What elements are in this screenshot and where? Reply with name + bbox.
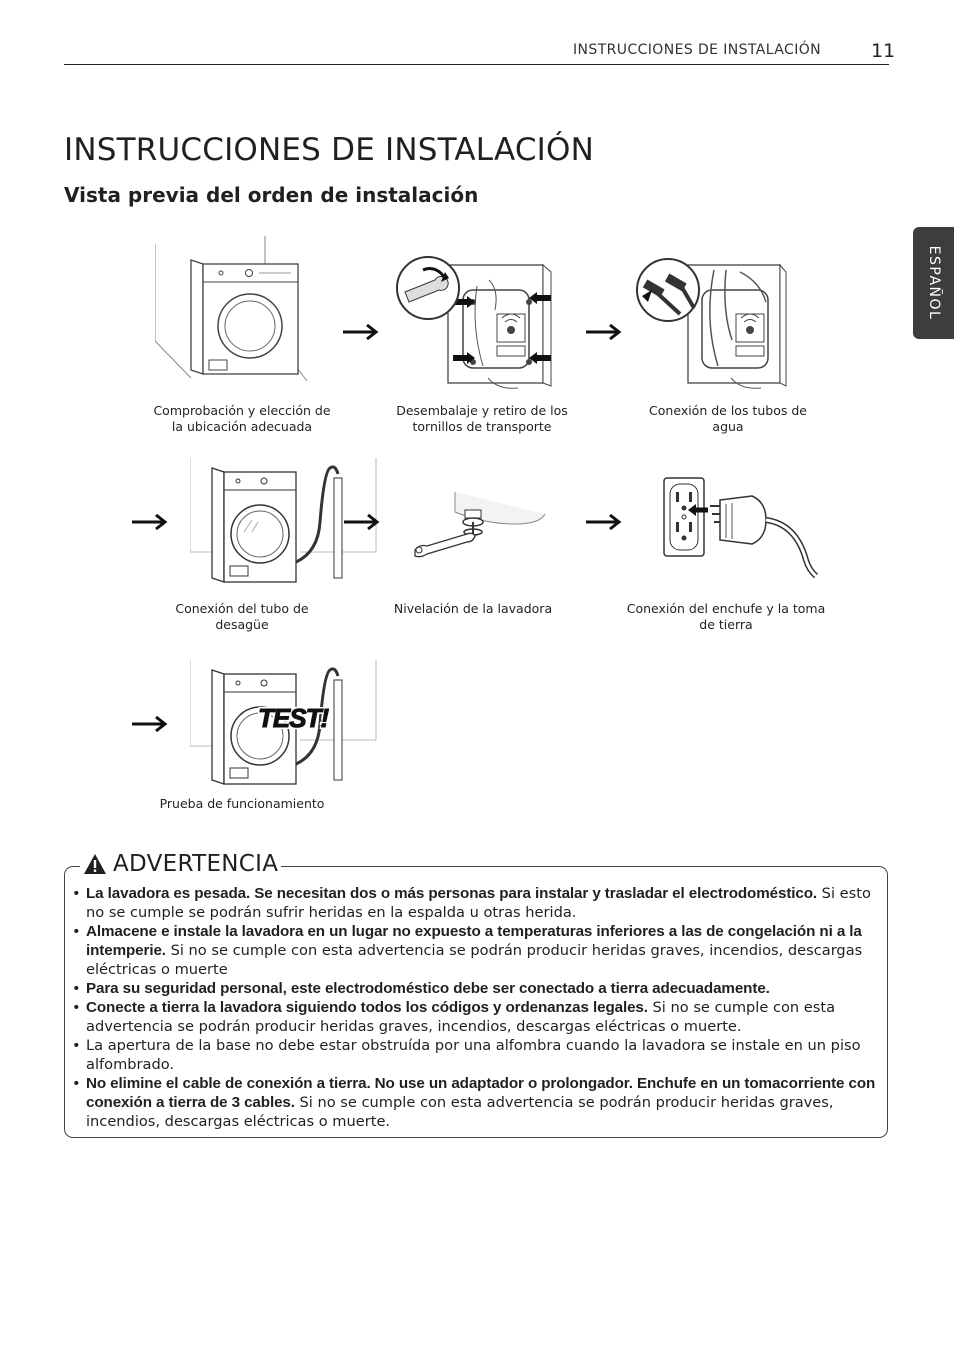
arrow-right-icon bbox=[586, 324, 624, 342]
step-6-illustration bbox=[662, 470, 822, 580]
step-caption: Nivelación de la lavadora bbox=[378, 601, 568, 617]
page-number: 11 bbox=[871, 40, 895, 62]
step-5-illustration bbox=[405, 488, 555, 568]
page-title: INSTRUCCIONES DE INSTALACIÓN bbox=[64, 132, 594, 168]
warning-item: La apertura de la base no debe estar obs… bbox=[70, 1036, 882, 1074]
test-badge: TEST! bbox=[258, 703, 328, 734]
step-caption: Conexión de los tubos de agua bbox=[633, 403, 823, 435]
arrow-right-icon bbox=[344, 514, 382, 532]
step-caption: Comprobación y elección de la ubicación … bbox=[147, 403, 337, 435]
warning-item-bold: Para su seguridad personal, este electro… bbox=[86, 980, 770, 997]
step-3-illustration bbox=[636, 250, 791, 400]
step-caption: Prueba de funcionamiento bbox=[147, 796, 337, 812]
warning-item-text: Si no se cumple con esta advertencia se … bbox=[86, 942, 862, 978]
warning-item-text: La apertura de la base no debe estar obs… bbox=[86, 1037, 861, 1073]
arrow-right-icon bbox=[132, 514, 170, 532]
warning-item-bold: Conecte a tierra la lavadora siguiendo t… bbox=[86, 999, 648, 1016]
warning-item: Para su seguridad personal, este electro… bbox=[70, 979, 882, 998]
warning-item: La lavadora es pesada. Se necesitan dos … bbox=[70, 884, 882, 922]
warning-title: ADVERTENCIA bbox=[113, 851, 278, 877]
arrow-right-icon bbox=[132, 716, 170, 734]
step-1-illustration bbox=[155, 236, 310, 386]
arrow-right-icon bbox=[343, 324, 381, 342]
header-divider bbox=[64, 64, 889, 65]
warning-item-bold: La lavadora es pesada. Se necesitan dos … bbox=[86, 885, 817, 902]
step-caption: Desembalaje y retiro de los tornillos de… bbox=[387, 403, 577, 435]
arrow-right-icon bbox=[586, 514, 624, 532]
step-caption: Conexión del enchufe y la toma de tierra bbox=[620, 601, 832, 633]
warning-item: Conecte a tierra la lavadora siguiendo t… bbox=[70, 998, 882, 1036]
language-tab-label: ESPAÑOL bbox=[926, 246, 942, 321]
step-2-illustration bbox=[393, 250, 553, 400]
running-header: INSTRUCCIONES DE INSTALACIÓN bbox=[573, 42, 821, 58]
warning-item: No elimine el cable de conexión a tierra… bbox=[70, 1074, 882, 1131]
step-caption: Conexión del tubo de desagüe bbox=[147, 601, 337, 633]
warning-item: Almacene e instale la lavadora en un lug… bbox=[70, 922, 882, 979]
section-subtitle: Vista previa del orden de instalación bbox=[64, 183, 478, 207]
warning-triangle-icon bbox=[83, 853, 107, 875]
language-tab: ESPAÑOL bbox=[913, 227, 954, 339]
warning-list: La lavadora es pesada. Se necesitan dos … bbox=[70, 884, 882, 1131]
step-7-illustration: TEST! bbox=[190, 660, 380, 790]
warning-header: ADVERTENCIA bbox=[80, 851, 281, 877]
